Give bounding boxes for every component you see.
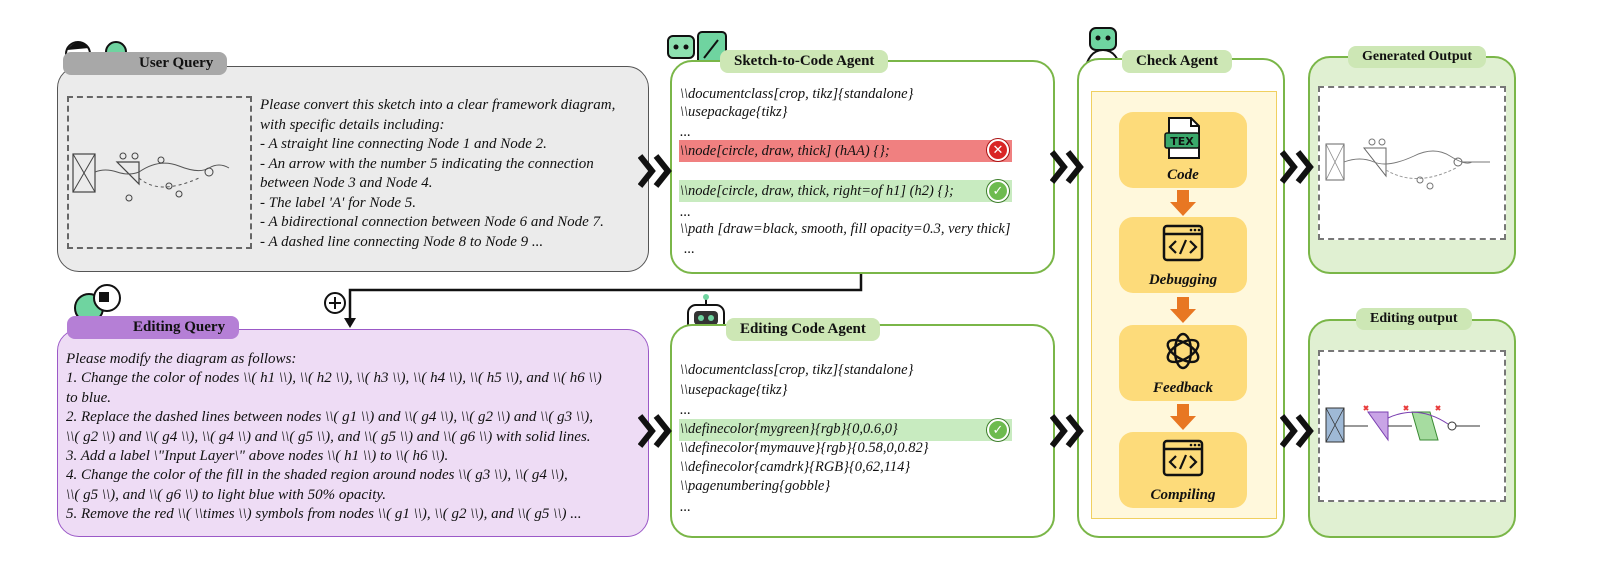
feedback-connector	[324, 270, 863, 328]
step-label: Debugging	[1148, 272, 1218, 288]
query-line: - The label 'A' for Node 5.	[260, 194, 416, 211]
edited-diagram	[1325, 405, 1480, 443]
flow-arrow-icon	[1280, 150, 1314, 184]
arrow-down-icon	[1170, 404, 1196, 430]
flow-arrow-icon	[1280, 414, 1314, 448]
code-line: \\usepackage{tikz}	[680, 382, 788, 398]
query-line: 1. Change the color of nodes \\( h1 \\),…	[66, 370, 602, 387]
query-line: - An arrow with the number 5 indicating …	[260, 155, 594, 172]
editing-code-agent-title: Editing Code Agent	[726, 318, 880, 341]
query-line: between Node 3 and Node 4.	[260, 175, 433, 191]
user-query-text: Please convert this sketch into a clear …	[260, 96, 648, 252]
arrow-down-icon	[1170, 297, 1196, 323]
code-window-icon	[1162, 439, 1204, 477]
code-line: ...	[684, 241, 695, 257]
code-line: \\definecolor{camdrk}{RGB}{0,62,114}	[680, 459, 911, 475]
user-query-title: User Query	[63, 52, 228, 75]
generated-output-image	[1318, 86, 1506, 240]
step-label: Feedback	[1153, 380, 1213, 396]
code-line: ...	[680, 402, 691, 418]
flow-arrow-icon	[638, 414, 672, 448]
code-line: \\pagenumbering{gobble}	[680, 478, 831, 494]
sketch-drawing	[72, 152, 230, 202]
query-line: \\( g2 \\) and \\( g4 \\), \\( g4 \\) an…	[66, 428, 591, 445]
query-line: 5. Remove the red \\( \\times \\) symbol…	[66, 506, 582, 523]
step-debugging: Debugging	[1119, 217, 1247, 293]
query-line: 3. Add a label \"Input Layer\" above nod…	[66, 448, 449, 465]
ok-highlight	[679, 419, 1012, 441]
generated-output-title: Generated Output	[1348, 46, 1487, 68]
tex-file-icon: TEX	[1164, 117, 1200, 159]
arrow-down-icon	[1170, 190, 1196, 216]
editing-query-title: Editing Query	[67, 316, 240, 339]
code-line: \\path [draw=black, smooth, fill opacity…	[680, 221, 1011, 237]
sketch-to-code-panel	[670, 60, 1055, 274]
editing-output-image	[1318, 350, 1506, 502]
code-line: \\documentclass[crop, tikz]{standalone}	[680, 86, 914, 102]
code-window-icon	[1162, 224, 1204, 262]
query-line: 2. Replace the dashed lines between node…	[66, 409, 593, 426]
flow-arrow-icon	[1050, 150, 1084, 184]
checkmark-icon: ✓	[987, 419, 1009, 441]
checkmark-icon: ✓	[987, 180, 1009, 202]
code-line: ...	[680, 124, 691, 140]
step-feedback: Feedback	[1119, 325, 1247, 401]
code-line: \\node[circle, draw, thick, right=of h1]…	[680, 183, 954, 199]
code-line: \\definecolor{mymauve}{rgb}{0.58,0,0.82}	[680, 440, 929, 456]
query-line: - A bidirectional connection between Nod…	[260, 214, 604, 230]
flow-arrow-icon	[638, 154, 672, 188]
error-highlight	[679, 140, 1012, 162]
code-line: \\definecolor{mygreen}{rgb}{0,0.6,0}	[680, 421, 898, 437]
robot-avatar-icon	[74, 284, 121, 323]
code-line: \\usepackage{tikz}	[680, 104, 788, 120]
query-line: Please convert this sketch into a clear …	[260, 97, 616, 113]
editing-output-title: Editing output	[1356, 308, 1472, 330]
sketch-to-code-title: Sketch-to-Code Agent	[720, 50, 889, 73]
query-line: 4. Change the color of the fill in the s…	[66, 467, 568, 484]
query-line: with specific details including:	[260, 116, 445, 133]
query-line: - A dashed line connecting Node 8 to Nod…	[260, 233, 544, 250]
query-line: - A straight line connecting Node 1 and …	[260, 136, 547, 152]
query-line: Please modify the diagram as follows:	[66, 351, 297, 367]
step-code: TEX Code	[1119, 112, 1247, 188]
error-x-icon: ✕	[987, 139, 1009, 161]
ok-highlight	[679, 180, 1012, 202]
step-label: Code	[1167, 167, 1199, 183]
code-line: ...	[680, 499, 691, 515]
step-label: Compiling	[1150, 487, 1216, 503]
code-line: \\documentclass[crop, tikz]{standalone}	[680, 362, 914, 378]
code-line: \\node[circle, draw, thick] (hAA) {};	[680, 143, 890, 159]
editing-query-text: Please modify the diagram as follows: 1.…	[66, 350, 646, 525]
step-compiling: Compiling	[1119, 432, 1247, 508]
query-line: to blue.	[66, 389, 111, 406]
generated-diagram	[1325, 138, 1490, 190]
code-line: ...	[680, 204, 691, 220]
editing-query-panel	[57, 329, 649, 537]
svg-text:TEX: TEX	[1170, 135, 1194, 148]
sketch-image	[67, 96, 252, 249]
check-agent-title: Check Agent	[1122, 50, 1233, 73]
openai-logo-icon	[1166, 332, 1200, 370]
user-query-panel	[57, 66, 649, 272]
query-line: \\( g5 \\), and \\( g6 \\) to light blue…	[66, 486, 386, 503]
flow-arrow-icon	[1050, 414, 1084, 448]
